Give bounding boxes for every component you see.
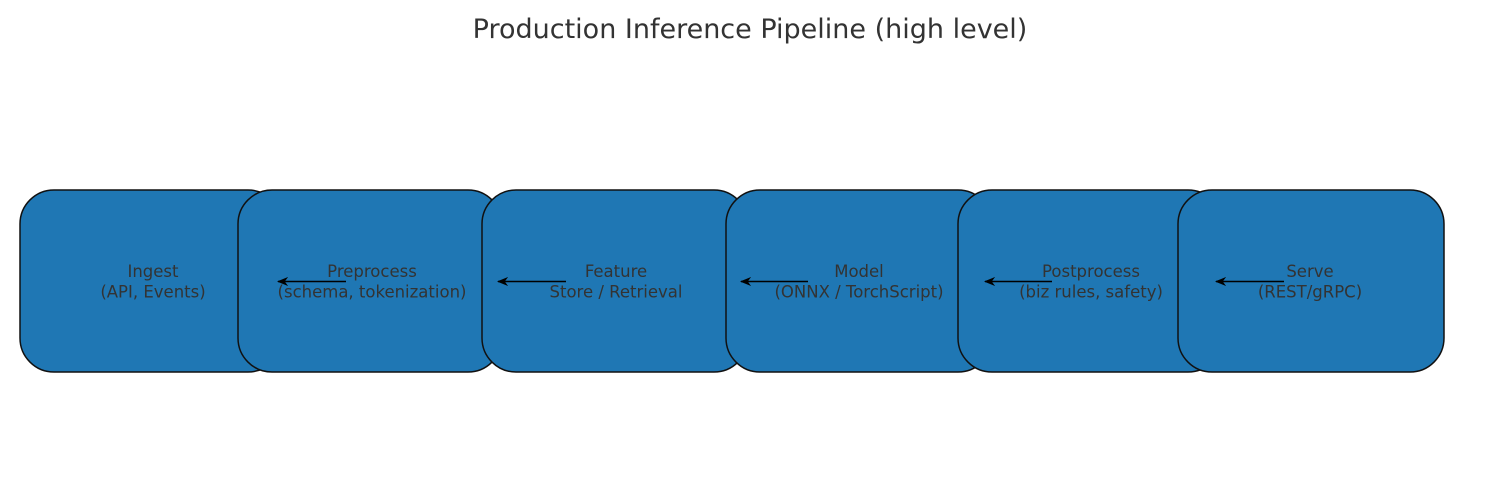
node-label-feature-line2: Store / Retrieval <box>550 283 683 302</box>
node-label-postprocess-line1: Postprocess <box>1042 262 1140 281</box>
node-label-feature-line1: Feature <box>585 262 647 281</box>
node-serve: Serve (REST/gRPC) <box>1177 189 1445 373</box>
node-label-model-line1: Model <box>834 262 884 281</box>
node-label-model-line2: (ONNX / TorchScript) <box>774 283 943 302</box>
node-model: Model (ONNX / TorchScript) <box>725 189 993 373</box>
node-label-preprocess-line1: Preprocess <box>327 262 417 281</box>
node-box-preprocess <box>237 189 503 373</box>
node-label-ingest-line2: (API, Events) <box>100 283 205 302</box>
node-label-ingest-line1: Ingest <box>127 262 179 281</box>
diagram-title: Production Inference Pipeline (high leve… <box>472 14 1028 45</box>
node-box-serve <box>1177 189 1445 373</box>
node-label-preprocess-line2: (schema, tokenization) <box>278 283 467 302</box>
nodes-layer: Ingest (API, Events) Preprocess (schema, to… <box>19 189 1445 373</box>
node-label-postprocess-line2: (biz rules, safety) <box>1019 283 1163 302</box>
node-label-serve-line1: Serve <box>1286 262 1333 281</box>
node-label-serve-line2: (REST/gRPC) <box>1258 283 1362 302</box>
node-preprocess: Preprocess (schema, tokenization) <box>237 189 503 373</box>
